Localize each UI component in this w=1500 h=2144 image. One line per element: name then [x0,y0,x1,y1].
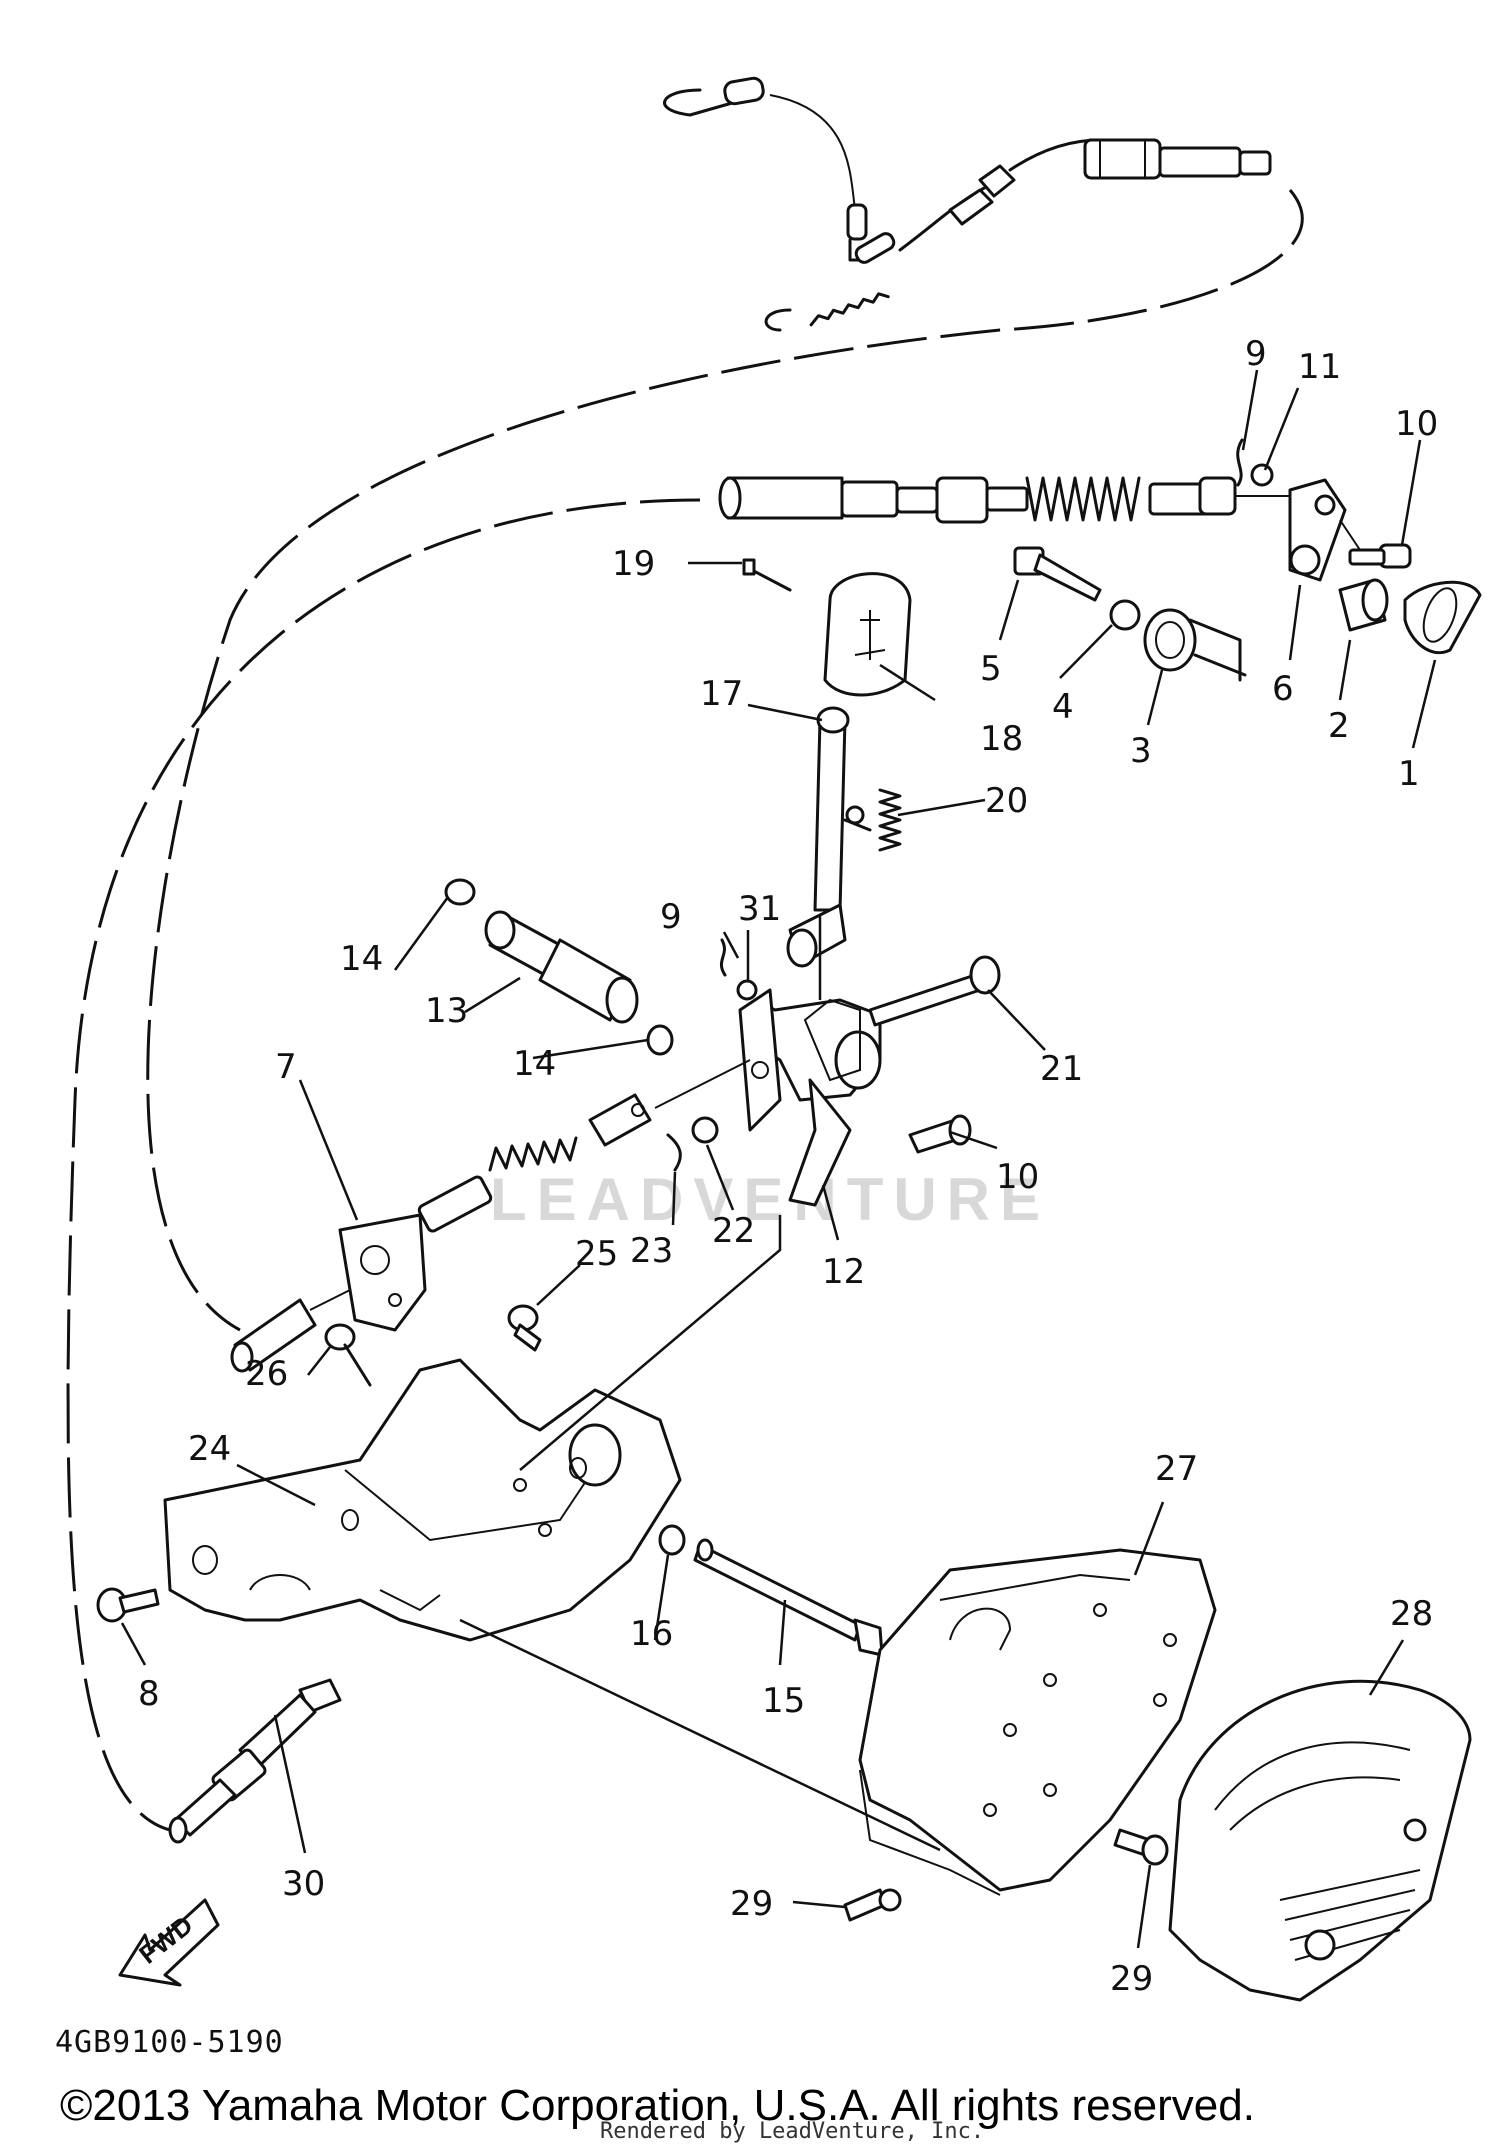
cotter-pin-upper [1236,438,1244,487]
bolt-15 [693,1538,884,1657]
part-label-13: 13 [425,991,468,1031]
part-label-15: 15 [762,1681,805,1721]
part-label-14a: 14 [340,939,383,979]
leader-lines [120,369,1437,1949]
part-label-3: 3 [1130,731,1152,771]
watermark-text: LEADVENTURE [490,1166,1050,1233]
bolt-25 [507,1304,542,1352]
part-label-21: 21 [1040,1049,1083,1089]
part-label-16: 16 [630,1614,673,1654]
shift-bracket-12 [738,988,882,1207]
part-label-9a: 9 [1245,334,1267,374]
bolt-5 [1013,546,1102,602]
cable-dashed-loop [66,498,701,1832]
pin-21 [868,955,1001,1027]
part-label-14b: 14 [513,1044,556,1084]
part-label-9b: 9 [660,897,682,937]
bolt-10-lower [908,1114,972,1154]
washer-11 [1250,463,1274,487]
rendered-by-notice: Rendered by LeadVenture, Inc. [600,2119,984,2144]
bolt-8 [96,1587,160,1623]
sleeve-13 [484,910,639,1024]
part-label-5: 5 [980,649,1002,689]
part-label-31: 31 [738,889,781,929]
assembly-line-1 [459,1618,941,1852]
washer-14-upper [444,878,476,906]
cable-dashed-loop-upper [146,189,1304,1332]
part-label-24: 24 [188,1429,231,1469]
bracket-24 [163,1358,682,1642]
part-label-2: 2 [1328,706,1350,746]
part-label-8: 8 [138,1674,160,1714]
part-label-29b: 29 [1110,1959,1153,1999]
cotter-pin-23 [666,1133,682,1172]
shift-cable-7 [230,1059,751,1373]
part-label-18: 18 [980,719,1023,759]
bolt-10-upper [1348,543,1412,569]
part-label-17: 17 [700,674,743,714]
part-label-1: 1 [1398,754,1420,794]
part-label-12: 12 [822,1252,865,1292]
bolt-29-right [1113,1828,1169,1866]
cover-1 [1403,580,1482,655]
lever-6 [1288,478,1361,582]
shift-knob-18 [823,572,912,697]
part-label-20: 20 [985,781,1028,821]
fwd-arrow-icon: FWD [118,1898,220,1987]
part-label-23: 23 [630,1231,673,1271]
part-label-11: 11 [1298,347,1341,387]
part-label-28: 28 [1390,1594,1433,1634]
cover-28 [1168,1679,1472,2002]
washer-22 [691,1116,719,1144]
part-label-30: 30 [282,1864,325,1904]
part-label-25: 25 [575,1234,618,1274]
pin-19 [742,558,792,592]
bolt-26 [324,1323,372,1387]
cotter-pin-9-lower [719,938,727,977]
part-label-19: 19 [612,544,655,584]
washer-31 [736,979,758,1001]
shift-lever-17 [786,706,850,968]
assembly-line-2 [519,1215,782,1471]
part-label-26: 26 [245,1354,288,1394]
part-label-6: 6 [1272,669,1294,709]
part-label-4: 4 [1052,687,1074,727]
part-label-29a: 29 [730,1884,773,1924]
bolt-29-left [843,1888,902,1922]
part-label-10b: 10 [996,1157,1039,1197]
cover-27 [858,1548,1217,1896]
part-label-7: 7 [275,1047,297,1087]
diagram-code: 4GB9100-5190 [55,2025,284,2060]
cable-end-30 [168,1678,342,1844]
washer-16 [658,1524,686,1556]
shift-cable-upper [718,476,1290,524]
part-label-22: 22 [712,1211,755,1251]
part-label-27: 27 [1155,1449,1198,1489]
part-labels: 1 2 3 4 5 6 7 8 9 9 10 10 11 12 13 14 14… [138,334,1438,1999]
part-label-10a: 10 [1395,404,1438,444]
washer-14-lower [646,1024,674,1056]
collar-2 [1338,578,1389,632]
copyright-notice: ©2013 Yamaha Motor Corporation, U.S.A. A… [60,2081,1255,2130]
throttle-cable-top [663,76,1272,332]
spring-20 [843,788,902,852]
washer-4 [1109,599,1141,631]
spring-3 [1143,608,1247,682]
